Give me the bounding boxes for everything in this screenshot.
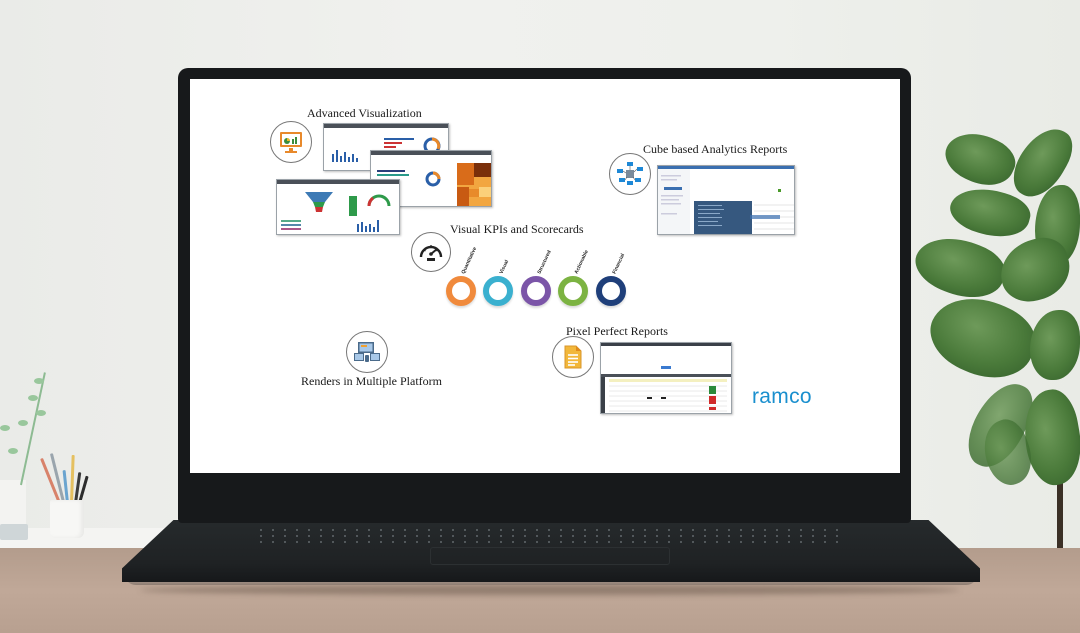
advanced-visualization-title: Advanced Visualization <box>307 106 422 120</box>
pixel-perfect-screenshot <box>600 342 732 414</box>
laptop-shadow <box>140 585 960 595</box>
laptop-screen: Advanced Visualization <box>190 79 900 473</box>
kpi-ring-structured <box>521 276 551 306</box>
network-cube-icon <box>609 153 651 195</box>
multi-device-icon <box>346 331 388 373</box>
ramco-logo: ramco <box>752 385 812 408</box>
kpi-label-visual: Visual <box>498 259 511 275</box>
kpi-label-actionable: Actionable <box>573 249 590 275</box>
laptop-trackpad <box>430 547 670 565</box>
kpi-ring-visual <box>483 276 513 306</box>
pixel-perfect-title: Pixel Perfect Reports <box>566 324 668 338</box>
kpi-ring-financial <box>596 276 626 306</box>
monitor-chart-icon <box>270 121 312 163</box>
kpi-label-quantitative: Quantitative <box>460 246 479 275</box>
dashboard-screenshot-2 <box>370 150 492 207</box>
kpi-ring-actionable <box>558 276 588 306</box>
cube-analytics-screenshot <box>657 165 795 235</box>
cube-analytics-title: Cube based Analytics Reports <box>643 142 788 156</box>
laptop-keyboard <box>255 527 845 543</box>
multiple-platform-title: Renders in Multiple Platform <box>301 374 442 388</box>
kpi-ring-quantitative <box>446 276 476 306</box>
dashboard-screenshot-3 <box>276 179 400 235</box>
kpi-label-structured: Structured <box>536 249 553 275</box>
laptop-base <box>122 520 980 582</box>
document-icon <box>552 336 594 378</box>
visual-kpis-title: Visual KPIs and Scorecards <box>450 222 584 236</box>
kpi-label-financial: Financial <box>611 252 627 275</box>
speedometer-icon <box>411 232 451 272</box>
